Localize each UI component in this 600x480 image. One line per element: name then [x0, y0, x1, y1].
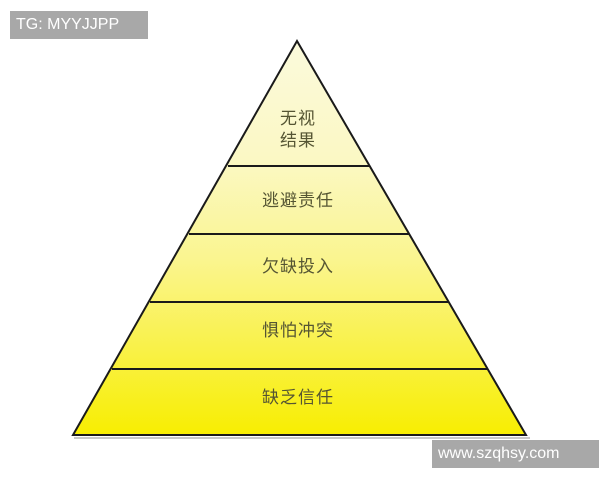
layer-label-lack-of-commitment: 欠缺投入: [262, 257, 334, 277]
layer-label-absence-of-trust: 缺乏信任: [262, 388, 334, 408]
layer-label-line-1: 无视: [280, 109, 316, 129]
layer-label-inattention-to-results: 无视 结果: [238, 108, 358, 152]
layer-label-line-2: 结果: [280, 131, 316, 151]
layer-label-fear-of-conflict: 惧怕冲突: [262, 321, 334, 341]
watermark-bottom-right: www.szqhsy.com: [432, 440, 599, 468]
pyramid-shape: [71, 38, 528, 436]
layer-label-avoidance-of-accountability: 逃避责任: [262, 191, 334, 211]
watermark-top-left: TG: MYYJJPP: [10, 11, 148, 39]
